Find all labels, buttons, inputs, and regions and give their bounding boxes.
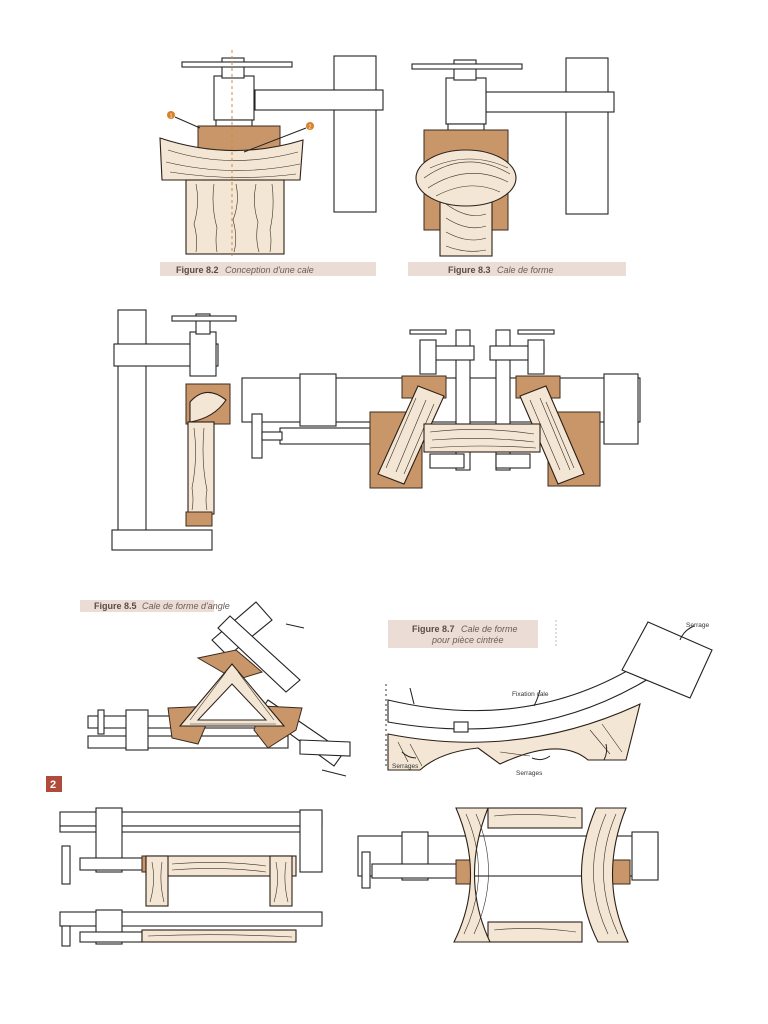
caul-pad-bottom — [185, 511, 213, 527]
caption-bar-8-5 — [80, 600, 214, 612]
clamp-screw-body — [189, 331, 217, 377]
page-marker — [46, 776, 62, 792]
figure-vertical-clamp — [111, 309, 237, 551]
caption-bar-8-7 — [388, 620, 538, 648]
caption-8-5: Figure 8.5 Cale de forme d'angle — [94, 601, 230, 611]
fixation-block — [453, 721, 469, 733]
caption-8-7-line2: pour pièce cintrée — [431, 635, 504, 645]
label-fixation-cale: Fixation cale — [512, 691, 549, 698]
clamp-handle-bar — [261, 431, 283, 441]
clamp-screw — [79, 931, 143, 943]
clamp-screw — [279, 427, 371, 445]
figure-double-clamp — [241, 329, 641, 489]
clamp-screw-body — [213, 75, 255, 121]
svg-text:1: 1 — [170, 114, 173, 120]
clamp-jaw — [125, 709, 149, 751]
clamp-handle — [409, 329, 447, 335]
label-serrages-left: Serrages — [392, 763, 419, 770]
clamp-screw-body — [419, 339, 437, 375]
clamp-arm — [485, 91, 615, 113]
label-serrages-mid: Serrages — [516, 770, 543, 777]
top-rail — [487, 807, 583, 829]
label-serrage: Serrage — [686, 622, 710, 629]
clamp-jaw — [603, 373, 639, 445]
caption-8-3: Figure 8.3 Cale de forme — [448, 265, 554, 275]
callout-2 — [306, 122, 314, 130]
workpiece-stile — [145, 855, 169, 907]
horizontal-workpiece — [423, 423, 541, 453]
clamp-body — [299, 739, 351, 757]
clamp-screw — [79, 857, 143, 871]
clamp-bar — [59, 911, 323, 927]
clamp-jaw — [631, 831, 659, 881]
figure-curved-frame — [357, 807, 659, 943]
clamp-pad — [495, 453, 531, 469]
workpiece-rail — [141, 929, 297, 943]
clamp-block — [621, 621, 713, 699]
clamp-handle — [61, 925, 71, 947]
workpiece-stile — [269, 855, 293, 907]
round-workpiece — [189, 391, 227, 423]
clamp-screw — [371, 863, 459, 879]
clamp-handle — [61, 845, 71, 885]
clamp-screw-collar — [453, 59, 477, 81]
clamp-jaw — [299, 809, 323, 873]
caption-bar-8-2 — [160, 262, 376, 276]
clamp-jaw — [299, 373, 337, 427]
page-marker-text: 2 — [50, 779, 56, 791]
clamp-handle — [97, 709, 105, 735]
wood-post — [187, 421, 215, 515]
callout-1 — [167, 111, 175, 119]
figure-8-3 — [411, 57, 615, 257]
clamp-handle — [411, 63, 523, 70]
clamp-screw-body — [527, 339, 545, 375]
curved-stile-left — [453, 807, 491, 943]
caption-8-2: Figure 8.2 Conception d'une cale — [176, 265, 314, 275]
angled-workpiece — [377, 385, 445, 485]
clamp-pad — [429, 453, 465, 469]
bending-form — [387, 703, 641, 771]
figure-8-7 — [385, 621, 713, 771]
caption-bar-8-3 — [408, 262, 626, 276]
clamp-handle — [181, 61, 293, 68]
round-workpiece — [415, 149, 517, 207]
clamp-screw-body — [445, 77, 487, 125]
clamp-arm — [254, 89, 384, 111]
clamp-bar — [217, 615, 301, 693]
clamp-handle — [171, 315, 237, 322]
clamp-handle — [517, 329, 555, 335]
clamp-handle — [251, 413, 263, 459]
clamp-bar — [117, 309, 147, 533]
clamp-bar — [333, 55, 377, 213]
caption-8-7-line1: Figure 8.7 Cale de forme — [412, 624, 518, 634]
caul-pad — [611, 859, 631, 885]
figure-bar-clamps — [59, 807, 323, 947]
caul-corner — [196, 649, 264, 681]
clamp-bar — [565, 57, 609, 215]
figure-8-5 — [87, 601, 351, 777]
clamp-handle — [361, 851, 371, 889]
angled-workpiece — [519, 385, 585, 485]
curved-stile-right — [580, 807, 629, 943]
clamp-screw-collar — [221, 57, 245, 79]
clamp-foot — [111, 529, 213, 551]
figure-8-2: 1 2 — [159, 50, 384, 256]
wood-post — [185, 179, 285, 255]
bottom-rail — [487, 921, 583, 943]
svg-text:2: 2 — [309, 125, 312, 131]
